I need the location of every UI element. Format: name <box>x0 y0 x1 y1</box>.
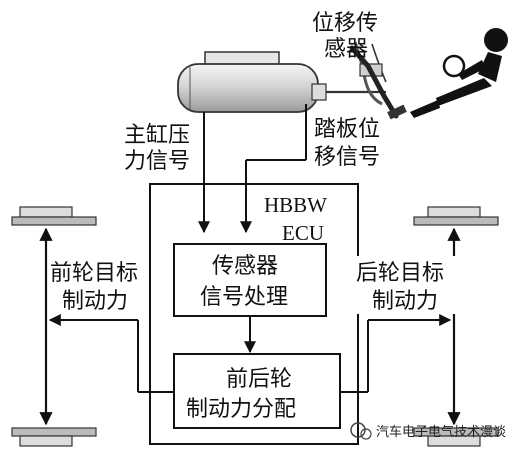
signal-processing-line2: 信号处理 <box>200 285 288 310</box>
brake-pedal <box>349 45 407 120</box>
rear-target-label-line1: 后轮目标 <box>356 261 444 286</box>
brake-distribution-line2: 制动力分配 <box>186 397 296 422</box>
pedal-signal-label-line2: 移信号 <box>314 145 380 170</box>
watermark: 汽车电子电气技术漫谈 <box>350 422 506 440</box>
ecu-label-line1: HBBW <box>264 193 327 217</box>
front-wheel-top <box>11 206 97 226</box>
front-target-label-line2: 制动力 <box>62 289 128 314</box>
sensor-label-line1: 位移传 <box>312 11 378 36</box>
master-cylinder <box>177 51 386 113</box>
sensor-label-line2: 感器 <box>324 37 368 62</box>
rear-wheel-bottom <box>413 427 499 447</box>
pedal-signal-label-line1: 踏板位 <box>314 117 380 142</box>
watermark-text: 汽车电子电气技术漫谈 <box>376 424 506 440</box>
rear-target-label-line2: 制动力 <box>372 289 438 314</box>
front-wheel-bottom <box>11 427 97 447</box>
front-target-label-line1: 前轮目标 <box>50 261 138 286</box>
signal-processing-line1: 传感器 <box>212 254 278 279</box>
brake-distribution-line1: 前后轮 <box>226 367 292 392</box>
rear-wheel-top <box>413 206 499 226</box>
ecu-label-line2: ECU <box>282 221 324 245</box>
master-signal-label-line1: 主缸压 <box>124 123 190 148</box>
driver-icon <box>410 28 508 118</box>
master-signal-label-line2: 力信号 <box>124 149 190 174</box>
